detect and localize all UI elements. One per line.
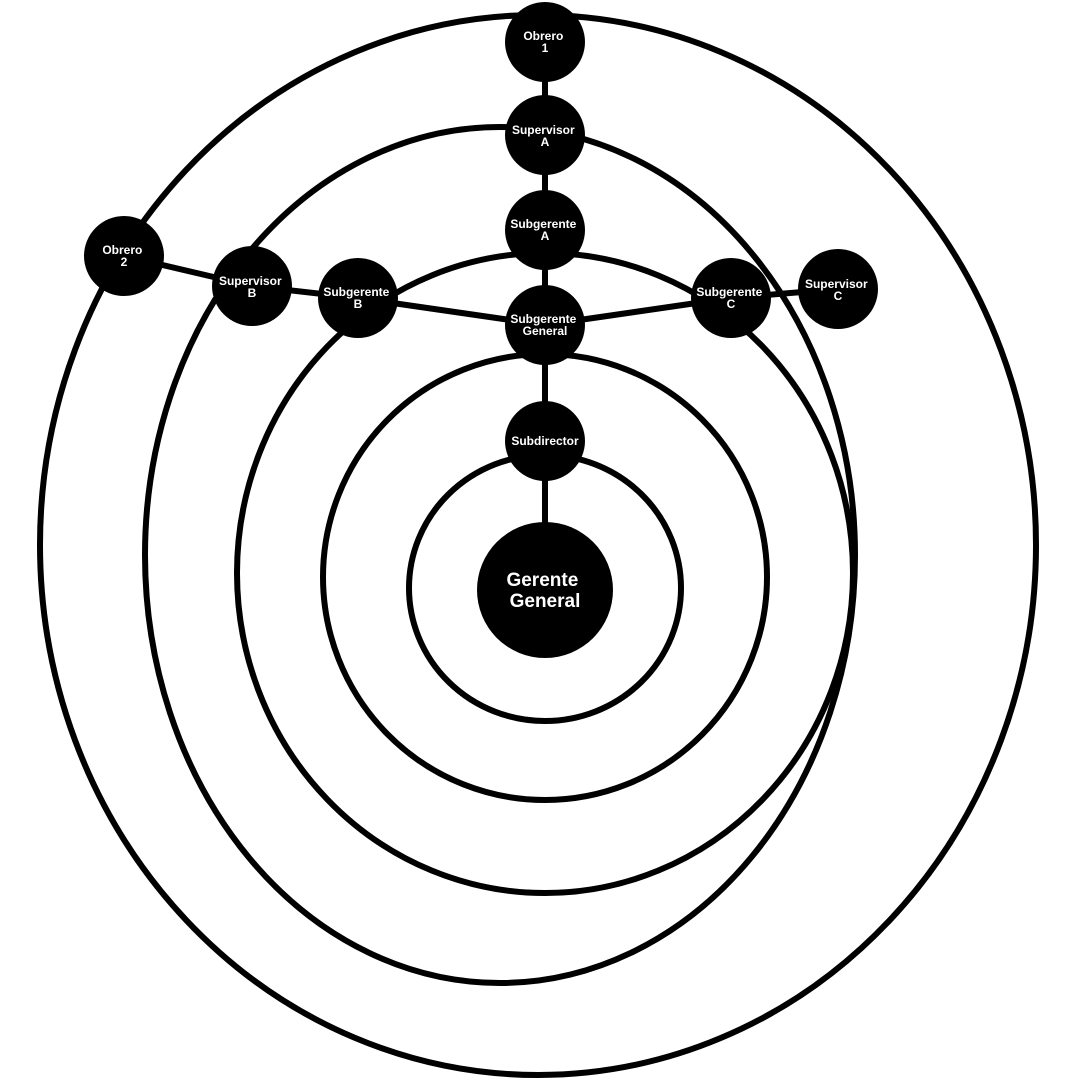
node-supervisor-a-line2: A (541, 135, 550, 149)
node-obrero-1-label: Obrero 1 (523, 29, 566, 55)
node-supervisor-c-label: Supervisor C (805, 277, 871, 303)
node-supervisor-b-line2: B (248, 286, 257, 300)
node-subgerente-b-line1: Subgerente (323, 285, 389, 299)
ring-4 (142, 124, 858, 986)
node-subgerente-general-line2: General (523, 324, 568, 338)
node-subgerente-b-label: Subgerente B (323, 285, 392, 311)
node-supervisor-a-label: Supervisor A (512, 123, 578, 149)
node-subgerente-b-line2: B (354, 297, 363, 311)
node-subgerente-a-circle (505, 190, 585, 270)
node-subgerente-a-line2: A (541, 229, 550, 243)
node-subgerente-c-label: Subgerente C (696, 285, 765, 311)
node-supervisor-a-circle (505, 95, 585, 175)
node-subgerente-a-line1: Subgerente (510, 217, 576, 231)
node-gerente-general-label: Gerente General (506, 570, 583, 612)
node-subgerente-b[interactable]: Subgerente B (318, 258, 398, 338)
node-subgerente-a[interactable]: Subgerente A (505, 190, 585, 270)
node-obrero-1-line2: 1 (542, 41, 549, 55)
nodes: Gerente General Subdirector Subgerente G… (84, 2, 878, 658)
node-subgerente-general-circle (505, 285, 585, 365)
node-subgerente-c-circle (691, 258, 771, 338)
node-subgerente-c[interactable]: Subgerente C (691, 258, 771, 338)
node-subgerente-general-label: Subgerente General (510, 312, 579, 338)
node-subgerente-a-label: Subgerente A (510, 217, 579, 243)
node-obrero-2-circle (84, 216, 164, 296)
node-supervisor-a-line1: Supervisor (512, 123, 575, 137)
node-gerente-general-line1: Gerente (506, 570, 578, 591)
node-gerente-general-circle (477, 522, 613, 658)
node-subgerente-c-line1: Subgerente (696, 285, 762, 299)
node-gerente-general-line2: General (510, 591, 581, 612)
node-subgerente-general[interactable]: Subgerente General (505, 285, 585, 365)
node-subgerente-c-line2: C (727, 297, 736, 311)
node-subgerente-general-line1: Subgerente (510, 312, 576, 326)
node-obrero-2-line1: Obrero (102, 243, 142, 257)
node-obrero-2-line2: 2 (121, 255, 128, 269)
node-obrero-1[interactable]: Obrero 1 (505, 2, 585, 82)
node-supervisor-c-line1: Supervisor (805, 277, 868, 291)
node-supervisor-c-line2: C (834, 289, 843, 303)
node-subdirector[interactable]: Subdirector (505, 401, 585, 481)
node-subdirector-circle (505, 401, 585, 481)
node-supervisor-b-label: Supervisor B (219, 274, 285, 300)
node-gerente-general[interactable]: Gerente General (477, 522, 613, 658)
node-obrero-1-line1: Obrero (523, 29, 563, 43)
node-subdirector-line1: Subdirector (511, 434, 579, 448)
node-supervisor-b-circle (212, 246, 292, 326)
node-supervisor-b[interactable]: Supervisor B (212, 246, 292, 326)
node-subdirector-label: Subdirector (511, 434, 579, 448)
node-supervisor-a[interactable]: Supervisor A (505, 95, 585, 175)
node-obrero-2-label: Obrero 2 (102, 243, 145, 269)
node-obrero-2[interactable]: Obrero 2 (84, 216, 164, 296)
node-obrero-1-circle (505, 2, 585, 82)
node-supervisor-c-circle (798, 249, 878, 329)
node-supervisor-b-line1: Supervisor (219, 274, 282, 288)
node-subgerente-b-circle (318, 258, 398, 338)
node-supervisor-c[interactable]: Supervisor C (798, 249, 878, 329)
